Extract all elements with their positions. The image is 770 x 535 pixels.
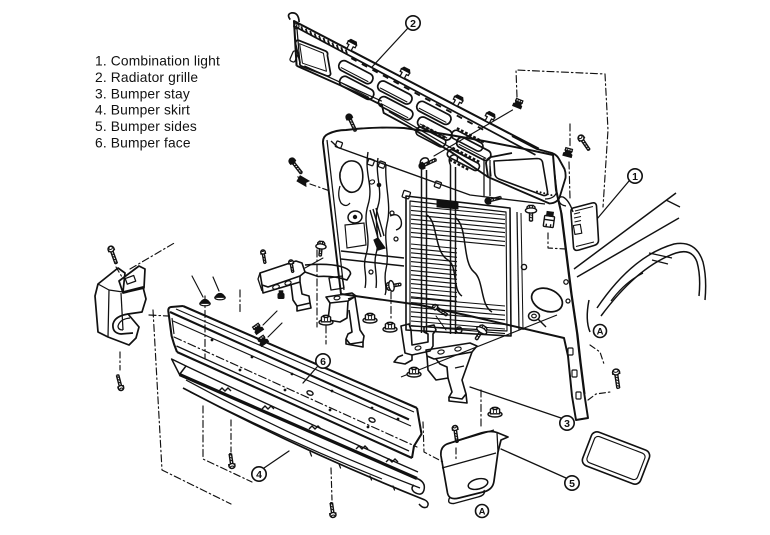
svg-text:4: 4 [256,469,262,481]
svg-text:A: A [479,506,486,517]
svg-text:2. Radiator grille: 2. Radiator grille [95,70,198,85]
svg-text:3: 3 [564,418,570,430]
svg-text:3. Bumper stay: 3. Bumper stay [95,86,190,101]
svg-text:2: 2 [410,18,416,30]
svg-text:A: A [597,326,604,337]
svg-text:5: 5 [569,478,575,490]
svg-text:5. Bumper sides: 5. Bumper sides [95,119,197,134]
svg-text:1. Combination light: 1. Combination light [95,54,220,69]
svg-text:6: 6 [320,356,326,368]
svg-text:1: 1 [632,171,638,183]
svg-text:4. Bumper skirt: 4. Bumper skirt [95,103,190,118]
svg-text:6. Bumper face: 6. Bumper face [95,136,191,151]
